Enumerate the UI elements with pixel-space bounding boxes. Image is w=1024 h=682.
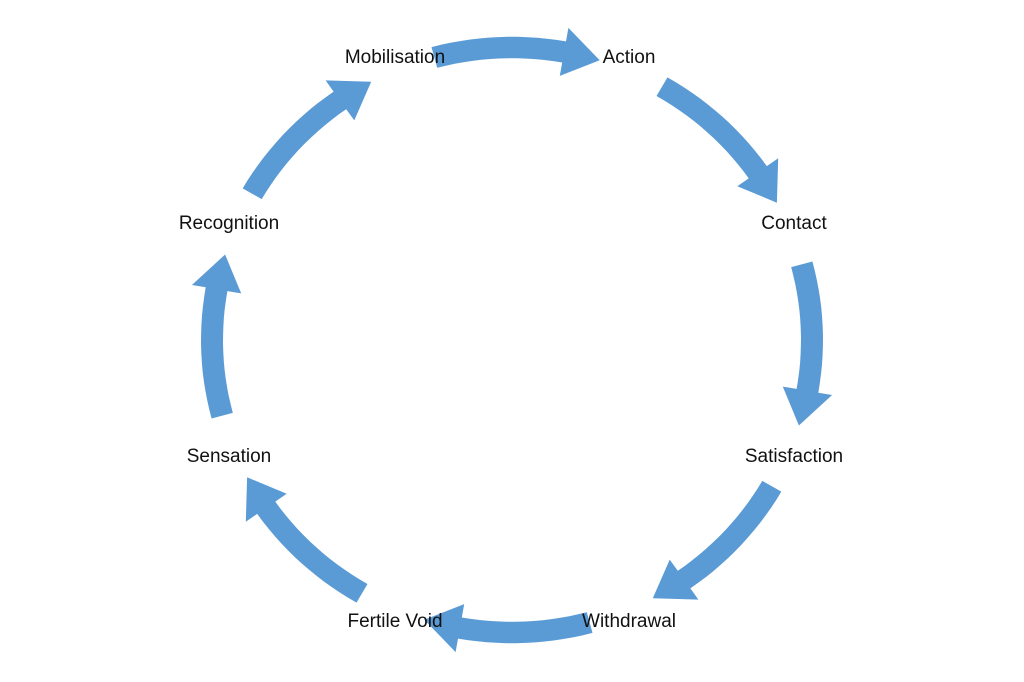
stage-satisfaction: Satisfaction [744,446,844,467]
cycle-arrow-2-icon [656,77,779,203]
stage-contact: Contact [761,213,827,234]
cycle-arrow-1-icon [431,27,600,76]
cycle-arrow-7-icon [191,254,242,419]
stage-action: Action [602,47,656,68]
cycle-arrow-8-icon [242,80,372,200]
stage-fertile-void: Fertile Void [347,611,443,632]
cycle-arrow-5-icon [424,604,593,653]
stage-recognition: Recognition [178,213,280,234]
cycle-arrow-4-icon [652,480,782,600]
stage-mobilisation: Mobilisation [344,47,446,68]
cycle-arrow-6-icon [245,477,368,603]
stage-sensation: Sensation [186,446,272,467]
stage-withdrawal: Withdrawal [582,611,676,632]
cycle-arrow-3-icon [782,261,833,426]
